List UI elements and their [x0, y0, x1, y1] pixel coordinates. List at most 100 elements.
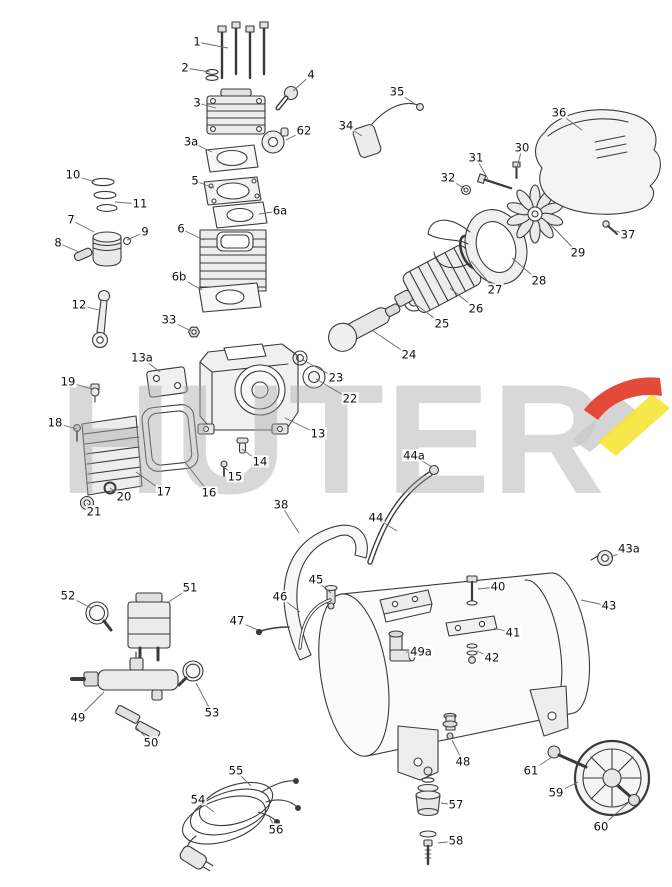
leader-line-3	[196, 102, 217, 109]
nut-33	[187, 326, 201, 338]
axle-nut	[616, 784, 641, 807]
leader-line-12	[78, 304, 100, 311]
leader-line-10	[72, 174, 96, 183]
leader-line-47	[236, 620, 259, 631]
manifold	[70, 651, 179, 701]
leader-line-44a	[413, 455, 433, 468]
leader-line-46	[279, 596, 301, 613]
leader-line-43	[580, 599, 610, 607]
leader-line-22	[315, 378, 351, 400]
head-bolts	[205, 21, 269, 81]
oring-20	[103, 481, 117, 495]
leader-line-16	[184, 461, 210, 494]
leader-line-50	[135, 726, 152, 744]
bolt-40	[466, 575, 478, 606]
leader-line-59	[555, 781, 579, 794]
leader-line-32	[447, 177, 466, 190]
crankshaft	[328, 303, 401, 352]
leader-line-61	[530, 756, 553, 772]
leader-line-20	[109, 487, 125, 498]
leader-line-35	[396, 91, 416, 105]
pressure-switch	[127, 592, 171, 662]
cylinder	[199, 229, 267, 292]
screw-37	[602, 220, 618, 235]
leader-line-53	[195, 682, 213, 714]
rotor	[394, 245, 482, 313]
finned-cover	[81, 415, 143, 496]
capacitor-lead	[352, 103, 424, 158]
leader-line-6b	[178, 276, 203, 291]
foot-bracket-right	[529, 685, 569, 737]
fitting-43a	[590, 549, 614, 567]
leader-line-55	[235, 770, 252, 787]
leader-line-54	[197, 799, 215, 813]
screw-18	[73, 424, 81, 442]
leader-line-57	[440, 802, 457, 806]
tank	[318, 572, 590, 757]
cover-plate	[146, 366, 188, 398]
leader-line-24	[372, 330, 410, 356]
discharge-pipe	[367, 464, 440, 565]
leader-line-3a	[190, 141, 213, 153]
power-cord	[179, 778, 301, 872]
leader-line-13	[284, 417, 319, 435]
cylinder-gasket-top	[212, 201, 268, 229]
pressure-gauge-53	[177, 660, 204, 687]
leader-line-33	[168, 319, 192, 332]
leader-line-44	[375, 517, 398, 532]
leader-line-14	[241, 448, 261, 463]
leader-line-60	[600, 802, 629, 828]
leader-line-26	[449, 287, 477, 310]
leader-line-40	[477, 586, 499, 590]
leader-line-23	[302, 359, 337, 379]
leader-line-6	[180, 228, 205, 241]
bolt-31	[477, 173, 513, 190]
leader-line-43a	[610, 548, 630, 558]
leader-line-18	[54, 422, 78, 430]
wire-47	[255, 626, 290, 636]
leader-line-34	[345, 125, 363, 137]
intake-filter	[261, 127, 289, 154]
leader-line-48	[451, 739, 464, 763]
leader-line-58	[437, 840, 457, 844]
washer-32	[460, 184, 472, 196]
foot-bolt	[419, 830, 437, 866]
leader-line-1	[196, 41, 229, 49]
leader-line-30	[516, 147, 523, 169]
cylinder-head	[206, 88, 266, 135]
motor-cover	[535, 109, 661, 215]
leader-line-25	[413, 302, 443, 325]
leader-line-4	[292, 74, 312, 92]
screw-30	[512, 161, 521, 179]
cylinder-gasket-bottom	[198, 282, 262, 313]
washers-42	[466, 643, 478, 664]
leader-line-8	[57, 242, 80, 253]
pin-clip	[122, 236, 132, 246]
piston	[92, 231, 122, 267]
leader-line-13a	[141, 357, 161, 373]
tank-bracket	[379, 589, 433, 623]
leader-line-9	[126, 231, 146, 241]
leader-line-41	[493, 627, 514, 634]
leader-line-38	[280, 504, 300, 534]
leader-line-56	[269, 817, 277, 831]
leader-line-45	[315, 579, 332, 594]
fitting-45	[324, 584, 338, 610]
leader-line-28	[511, 257, 540, 282]
leader-line-36	[558, 112, 583, 131]
axle-bolt	[547, 745, 588, 769]
cover-gasket	[141, 404, 199, 472]
leader-line-37	[612, 229, 629, 236]
tube-46	[298, 598, 332, 650]
leader-line-11	[114, 201, 141, 205]
leader-line-42	[476, 650, 493, 659]
leader-line-17	[135, 471, 165, 493]
cooling-fan	[506, 184, 564, 244]
leader-line-2	[184, 67, 211, 73]
leader-line-15	[223, 466, 236, 478]
leader-line-19	[67, 381, 93, 390]
outlet-elbow	[275, 85, 299, 111]
